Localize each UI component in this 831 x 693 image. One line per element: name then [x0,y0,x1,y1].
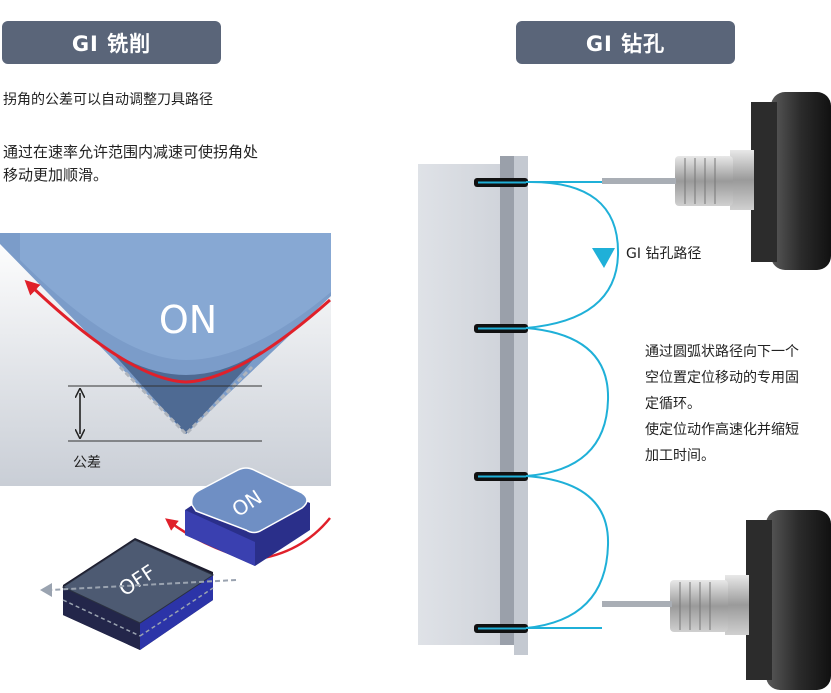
original-corner-dashed [118,365,254,437]
gi-drill-path [525,180,620,629]
milling-desc-2b: 移动更加顺滑。 [3,166,109,184]
drilling-title: GI 钻孔 [585,31,666,56]
path-arrowhead [592,248,615,268]
drilling-header: GI 钻孔 [516,21,735,64]
red-tool-path [24,279,331,384]
drilling-desc-3: 定循环。 [645,396,701,412]
drilling-diagram: GI 钻孔路径 [418,92,831,690]
drilling-desc-5: 加工时间。 [645,448,715,464]
material-highlight [20,233,331,360]
plate-edge-dark [500,156,514,645]
upper-drill-tool [602,92,831,270]
drilled-holes [474,178,528,633]
off-chip: OFF [61,538,215,650]
milling-desc-1: 拐角的公差可以自动调整刀具路径 [3,92,213,108]
drilling-desc-2: 空位置定位移动的专用固 [645,370,799,386]
on-chip: ON [185,467,310,566]
tolerance-label: 公差 [73,455,101,471]
plate-edge-light [514,156,528,655]
drilling-desc-1: 通过圆弧状路径向下一个 [645,344,799,360]
off-gray-arrowhead [40,583,52,597]
milling-header: GI 铣削 [2,21,221,64]
drill-path-label: GI 钻孔路径 [626,246,701,262]
off-gray-arrow [49,579,237,591]
milling-title: GI 铣削 [71,31,152,56]
on-off-chips: ON OFF [40,467,331,650]
on-label: ON [159,298,217,342]
milling-desc-2a: 通过在速率允许范围内减速可使拐角处 [3,143,259,161]
milling-corner-diagram: ON 公差 [0,233,331,486]
lower-drill-tool [602,510,831,690]
drilling-desc-4: 使定位动作高速化并缩短 [645,422,799,438]
